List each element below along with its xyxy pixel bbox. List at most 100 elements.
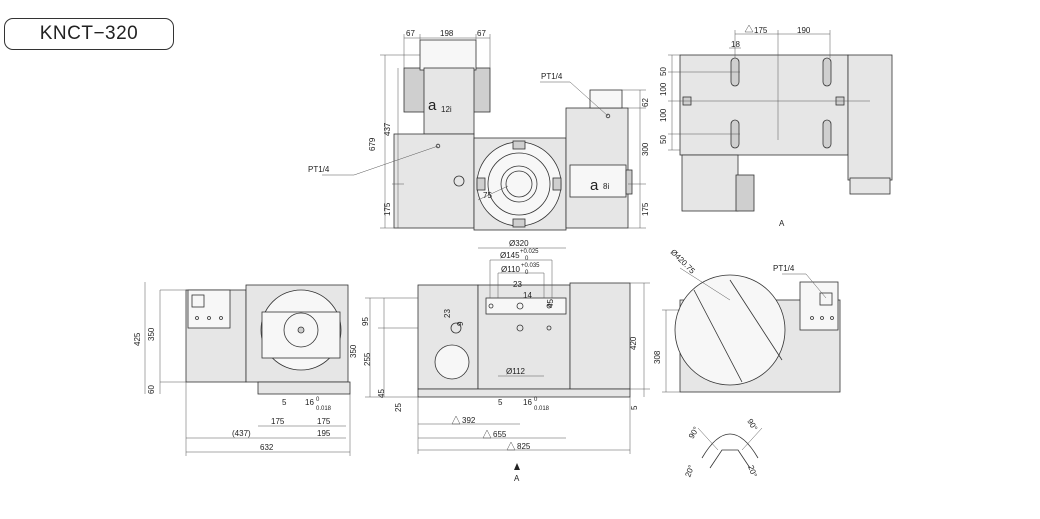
front-dim-350: 350 [349,344,358,358]
side-motor-sub: 8i [603,182,609,191]
right-dim-62: 62 [641,98,650,107]
tilt-line-2 [729,279,783,361]
front-center-hole [516,302,524,310]
view-arrow-label: A [514,474,520,483]
detail-angle-2: 90° [745,417,759,432]
main-motor-cap [419,39,477,71]
main-motor-sub: 12i [441,105,452,114]
view-a-label: A [779,219,785,228]
clamp-bottom [512,218,526,228]
clamp-right [552,177,562,191]
view-a-top: 50 100 100 50 175 190 18 A [659,24,893,228]
view-a-dim-190: 190 [797,26,811,35]
inner-dim-9: 9 [456,321,465,326]
front-dim-655: 655 [493,430,507,439]
view-a-lower-cap [735,174,755,212]
view-a-dim-18: 18 [731,40,740,49]
side-dim-175a: 175 [271,417,285,426]
front-dim-255: 255 [363,352,372,366]
side-dim-16-upper: 0 [316,397,320,403]
top-dim-1: 67 [406,29,415,38]
bolt-dot [830,316,834,320]
detail-arc [701,433,759,459]
side-dim-195: 195 [317,429,331,438]
detail-angle-3: 20° [683,464,696,478]
main-motor-body [423,67,475,135]
front-dim-45: 45 [377,389,386,398]
bolt-dot [546,325,552,331]
gear-housing [393,133,475,229]
table-bore-inner [505,170,533,198]
view-arrow-icon [514,463,520,470]
front-dim-16: 16 [523,398,532,407]
warning-icon [451,415,461,425]
view-a-dim-4: 50 [659,135,668,144]
angle-line [477,185,509,201]
inner-dim-14: 14 [523,291,532,300]
front-dim-16-upper: 0 [534,397,538,403]
side-motor-plate [569,164,627,198]
model-title: KNCT−320 [39,23,139,44]
clamp-top [512,140,526,150]
front-handwheel [434,344,470,380]
leader-line [569,81,609,117]
right-port-box [819,292,833,306]
dia-145-tol-upper: +0.025 [520,249,539,255]
left-bolt-circle [283,312,319,348]
left-table-face [261,311,341,359]
front-dim-25: 25 [394,403,403,412]
bolt-dot [810,316,814,320]
front-dim-16-lower: 0.018 [534,406,550,412]
front-base [417,388,631,398]
slot-4 [822,119,832,149]
warning-icon [482,429,492,439]
view-a-housing [679,54,849,156]
leader-line [805,273,827,299]
top-view: a 12i 75 a 8i 67 198 67 [308,29,650,231]
detail-profile [709,449,751,469]
top-dim-3: 67 [477,29,486,38]
view-a-motor [847,54,893,181]
dia-145: Ø145 [500,251,520,260]
warning-icon [744,24,754,33]
view-a-dim-175: 175 [754,26,768,35]
left-port-box [191,294,205,308]
dia-145-tol-lower: 0 [525,256,529,262]
slot-2 [822,57,832,87]
leader-line [353,145,439,176]
front-dim-420: 420 [629,336,638,350]
port-dot-right [605,113,611,119]
ext-line [697,427,719,451]
side-dim-175b: 175 [317,417,331,426]
ext-line [741,427,763,451]
top-dim-2: 198 [440,29,454,38]
right-dim-300: 300 [641,142,650,156]
dia-110: Ø110 [501,265,521,274]
right-side-disc [674,274,786,386]
side-motor-shaft [625,169,633,195]
view-a-motor-tail [849,177,891,195]
bolt-dot [195,316,199,320]
side-dim-632: 632 [260,443,274,452]
side-dim-16: 16 [305,398,314,407]
left-dim-175: 175 [383,202,392,216]
dia-110-tol-lower: 0 [525,270,529,276]
front-view: Ø320 Ø145 +0.025 0 Ø110 +0.035 0 23 14 2… [349,239,650,483]
right-side-view: Ø420.75 PT1/4 308 90° 90° 20° 20° [653,247,841,478]
front-dim-5: 5 [498,398,503,407]
side-dim-437: (437) [232,429,251,438]
bolt-dot [820,316,824,320]
right-dim-175: 175 [641,202,650,216]
front-lower-hole [516,324,524,332]
side-motor-label: a [590,177,599,194]
bolt-dot [488,303,494,309]
front-dim-95: 95 [361,317,370,326]
warning-icon [506,441,516,451]
side-dim-5: 5 [282,398,287,407]
side-dim-16-lower: 0.018 [316,406,332,412]
bolt-dot [219,316,223,320]
detail-angle-4: 20° [746,464,759,478]
left-center-hole [297,326,305,334]
side-dim-350: 350 [147,327,156,341]
